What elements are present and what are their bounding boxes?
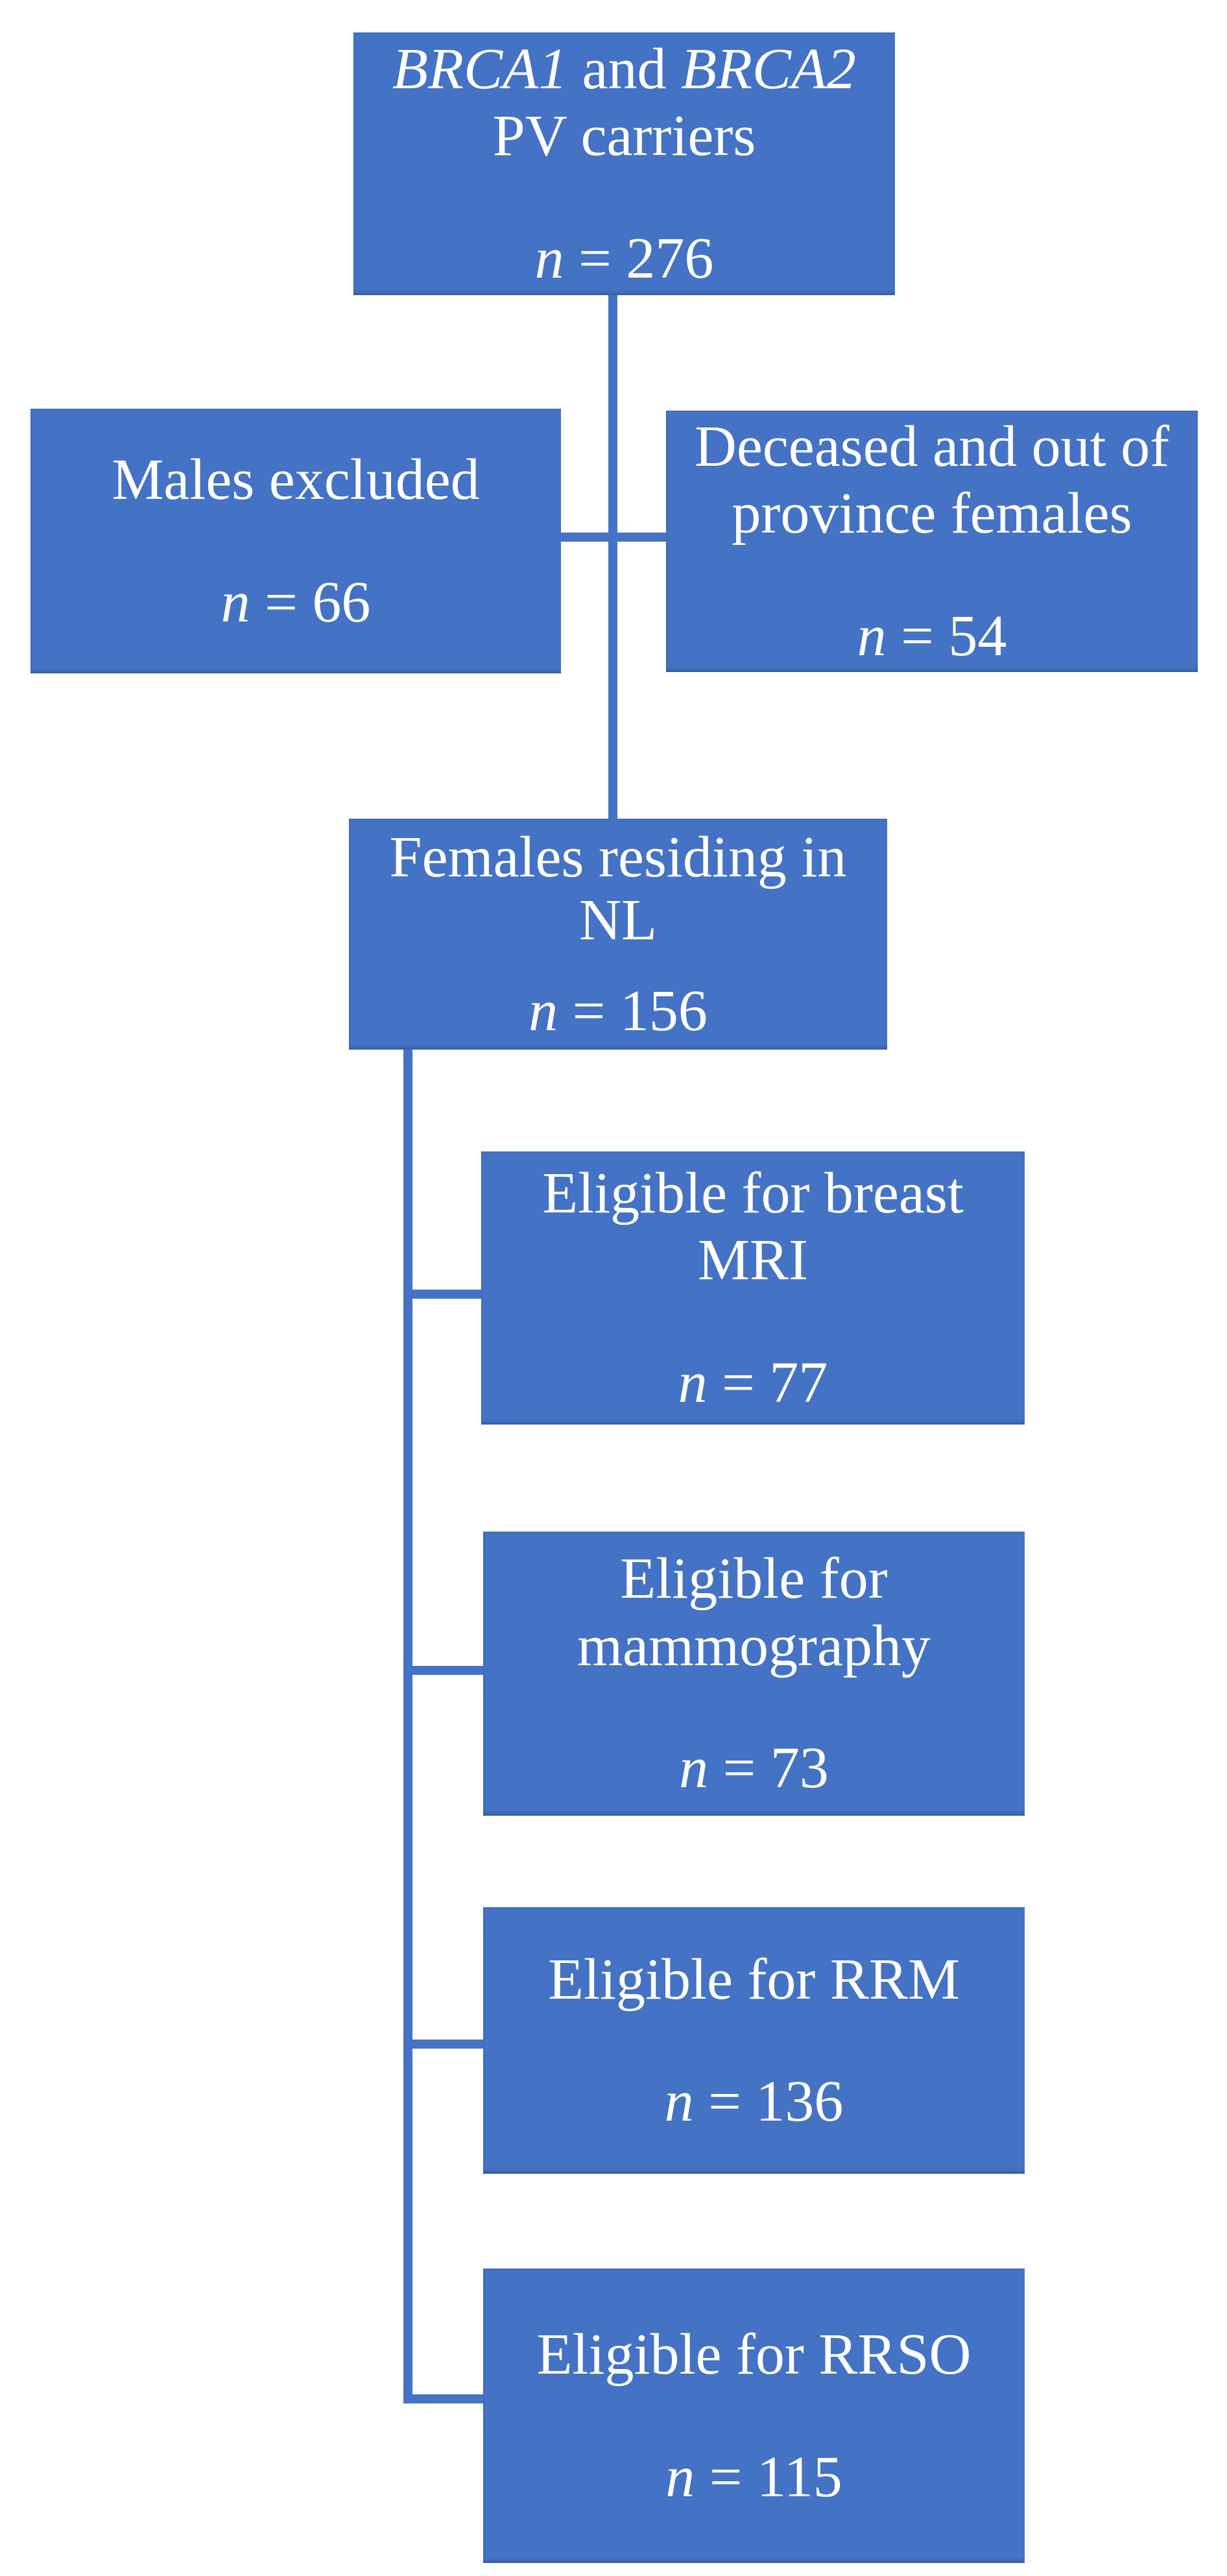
node-count: n = 73 (679, 1736, 829, 1801)
node-title: Males excluded (112, 448, 480, 512)
connector-stub-rrm (412, 2040, 483, 2049)
node-count: n = 66 (220, 570, 371, 634)
connector-elbow-rrso (403, 2394, 483, 2403)
connector-carriers-down (608, 295, 617, 819)
node-title: Eligible for RRSO (536, 2322, 971, 2387)
node-count: n = 54 (857, 603, 1007, 668)
connector-nl-down (403, 1050, 412, 2403)
node-eligible-rrso: Eligible for RRSO n = 115 (483, 2269, 1025, 2563)
node-count: n = 136 (664, 2069, 844, 2134)
node-males-excluded: Males excluded n = 66 (30, 409, 561, 673)
connector-stub-mri (412, 1290, 481, 1299)
node-title: Eligible for RRM (548, 1947, 960, 2012)
node-count: n = 115 (665, 2444, 842, 2509)
node-count: n = 276 (534, 226, 714, 291)
connector-stub-mammography (412, 1666, 483, 1675)
node-count: n = 77 (678, 1350, 828, 1415)
node-eligible-rrm: Eligible for RRM n = 136 (483, 1907, 1025, 2174)
connector-row2-horizontal (561, 533, 666, 542)
node-count: n = 156 (529, 978, 708, 1043)
